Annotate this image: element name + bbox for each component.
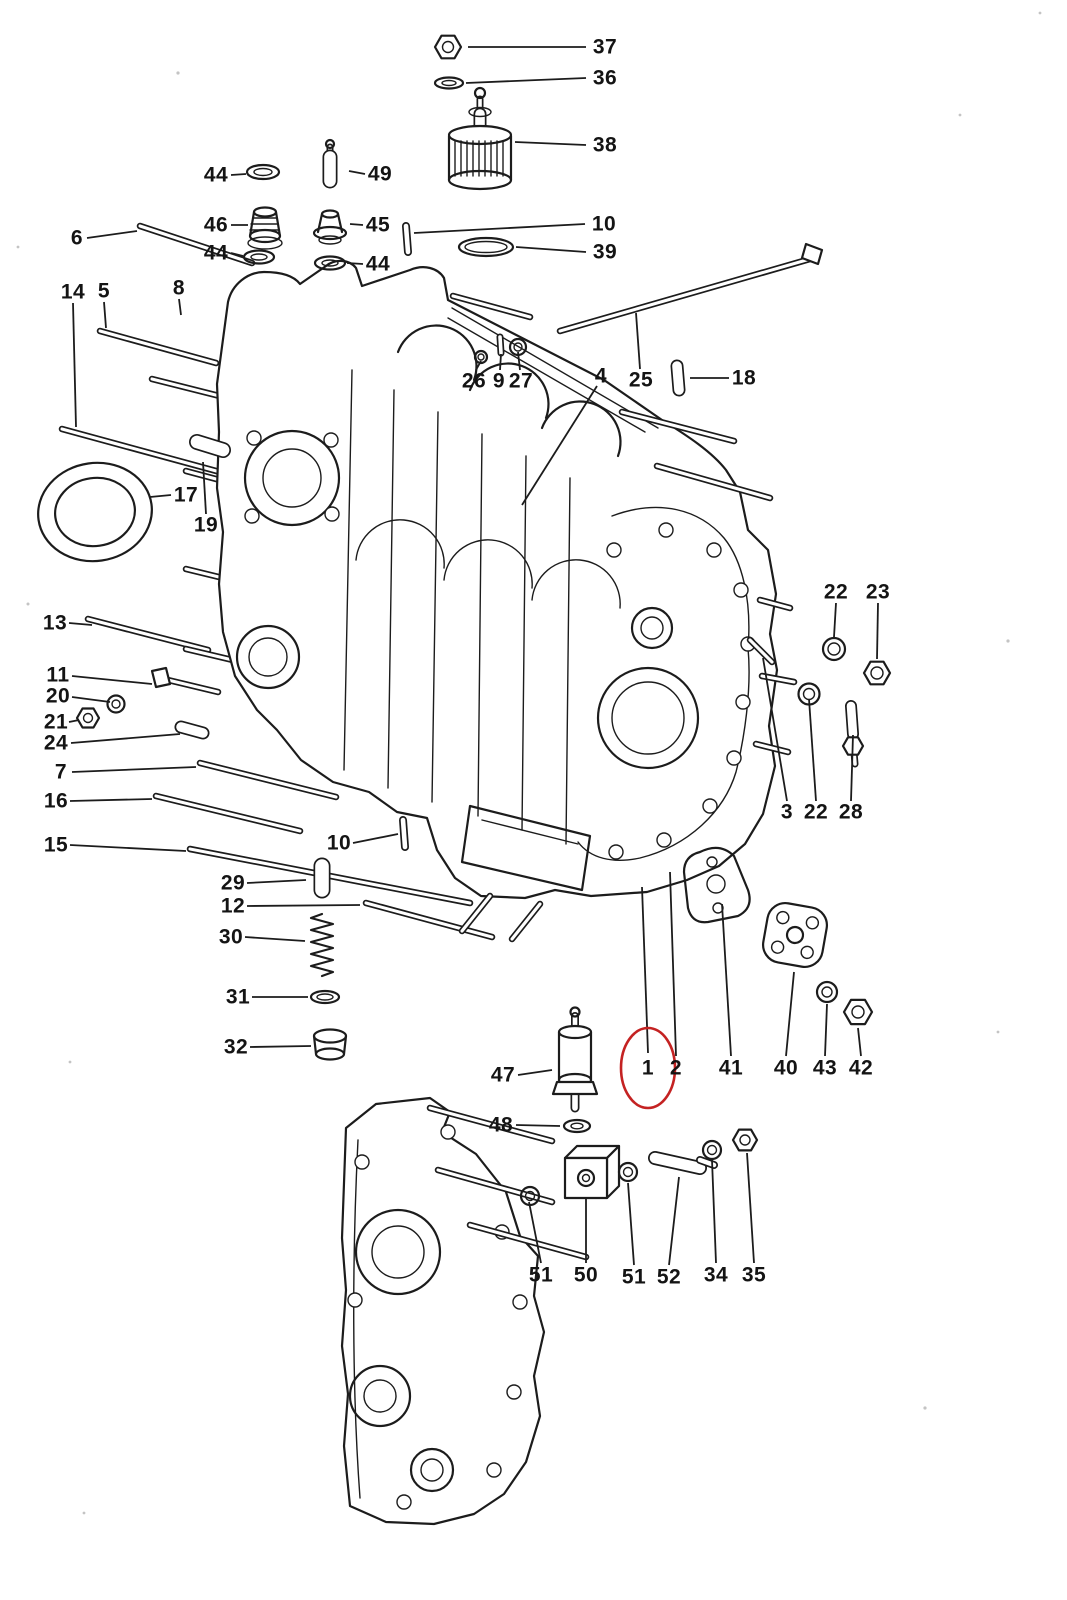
oil-relief-valve-stack bbox=[309, 912, 348, 1061]
leader-line-34 bbox=[711, 1159, 717, 1264]
leader-line-39 bbox=[515, 246, 587, 253]
bolt-11-head bbox=[150, 666, 172, 689]
seal-ring-22a bbox=[821, 636, 847, 662]
leader-line-43 bbox=[824, 1003, 828, 1057]
caps-and-senders-cluster bbox=[242, 138, 348, 271]
leader-line-9 bbox=[499, 353, 502, 371]
leader-line-30 bbox=[244, 936, 306, 942]
leader-line-23 bbox=[876, 602, 879, 660]
sender-47-hex bbox=[551, 1080, 599, 1096]
leader-line-22 bbox=[833, 602, 837, 638]
leader-line-49 bbox=[348, 170, 366, 175]
leader-line-42 bbox=[857, 1027, 862, 1057]
nut-35 bbox=[731, 1128, 759, 1152]
right-side-parts bbox=[682, 636, 892, 1026]
leader-line-10 bbox=[413, 223, 586, 234]
leader-line-8 bbox=[178, 298, 182, 316]
washer-48 bbox=[562, 1118, 592, 1134]
washer-36 bbox=[433, 76, 465, 90]
leader-line-5 bbox=[103, 301, 107, 329]
washer-20 bbox=[106, 694, 126, 714]
crankcase-half-main bbox=[215, 259, 779, 900]
leader-line-1 bbox=[641, 886, 649, 1054]
leader-line-28 bbox=[850, 734, 854, 802]
cap-46 bbox=[248, 228, 282, 244]
leader-line-40 bbox=[785, 971, 795, 1057]
mounting-studs-front bbox=[362, 255, 814, 1261]
leader-line-17 bbox=[149, 494, 172, 498]
spring-30 bbox=[309, 912, 335, 978]
o-ring-39 bbox=[457, 236, 515, 258]
paper-speckles bbox=[16, 11, 1042, 1515]
leader-line-35 bbox=[746, 1152, 755, 1264]
seal-44-top bbox=[245, 163, 281, 181]
leader-line-51 bbox=[627, 1182, 635, 1266]
small-washers-top bbox=[473, 337, 528, 365]
nut-21 bbox=[75, 707, 101, 729]
left-fastener-cluster bbox=[75, 694, 126, 729]
leader-line-12 bbox=[246, 904, 361, 907]
leader-line-25 bbox=[635, 312, 641, 370]
leader-line-21 bbox=[68, 719, 80, 723]
breather-38-flange bbox=[447, 124, 513, 146]
leader-line-44 bbox=[230, 173, 247, 176]
nut-42 bbox=[842, 998, 874, 1026]
crank-oil-seal-17 bbox=[37, 461, 153, 563]
leader-line-47 bbox=[517, 1069, 553, 1076]
seal-44-right bbox=[313, 255, 347, 271]
oil-pump-cover-40 bbox=[761, 901, 829, 969]
oil-pressure-sender-and-union bbox=[519, 1006, 759, 1207]
cap-45 bbox=[312, 225, 348, 241]
leader-line-29 bbox=[246, 879, 307, 884]
leader-line-44 bbox=[230, 252, 244, 257]
leader-line-22 bbox=[808, 698, 817, 802]
bolt-heads bbox=[150, 242, 824, 689]
leader-line-38 bbox=[514, 141, 587, 146]
leader-line-24 bbox=[70, 733, 181, 744]
leader-line-10 bbox=[352, 833, 399, 844]
plug-32 bbox=[312, 1028, 348, 1044]
oil-breather-assembly bbox=[433, 34, 515, 258]
nut-37 bbox=[433, 34, 463, 60]
leader-line-52 bbox=[668, 1176, 680, 1266]
leader-line-20 bbox=[71, 696, 111, 703]
red-highlight-ellipse-part-1 bbox=[619, 1026, 677, 1110]
leader-lines bbox=[68, 46, 879, 1266]
leader-line-2 bbox=[669, 871, 677, 1057]
leader-line-16 bbox=[69, 798, 153, 802]
leader-line-19 bbox=[202, 461, 207, 515]
leader-line-41 bbox=[721, 903, 732, 1057]
leader-line-27 bbox=[517, 351, 521, 371]
crankcase-half-lower bbox=[340, 1096, 546, 1526]
sender-47-top bbox=[557, 1024, 593, 1040]
ring-31 bbox=[309, 989, 341, 1005]
leader-line-32 bbox=[249, 1045, 312, 1048]
leader-line-36 bbox=[465, 77, 587, 84]
leader-line-48 bbox=[515, 1124, 561, 1127]
leader-line-45 bbox=[349, 223, 364, 226]
bolt-25-head bbox=[800, 242, 824, 266]
leader-line-44 bbox=[346, 262, 364, 265]
plug-23 bbox=[862, 660, 892, 686]
union-block-50 bbox=[563, 1156, 609, 1200]
leader-line-13 bbox=[68, 622, 93, 626]
leader-line-14 bbox=[72, 302, 77, 428]
leader-line-4 bbox=[521, 385, 598, 506]
washer-51b bbox=[617, 1161, 639, 1183]
leader-line-11 bbox=[71, 675, 153, 685]
washer-26 bbox=[473, 349, 489, 365]
leader-line-26 bbox=[475, 360, 482, 371]
seal-44-mid bbox=[242, 249, 276, 265]
washer-43 bbox=[815, 980, 839, 1004]
leader-line-15 bbox=[69, 844, 187, 852]
leader-line-3 bbox=[762, 657, 788, 802]
leader-line-7 bbox=[71, 766, 197, 773]
leader-line-6 bbox=[86, 230, 138, 239]
washer-34 bbox=[701, 1139, 723, 1161]
leader-line-51 bbox=[528, 1201, 542, 1264]
